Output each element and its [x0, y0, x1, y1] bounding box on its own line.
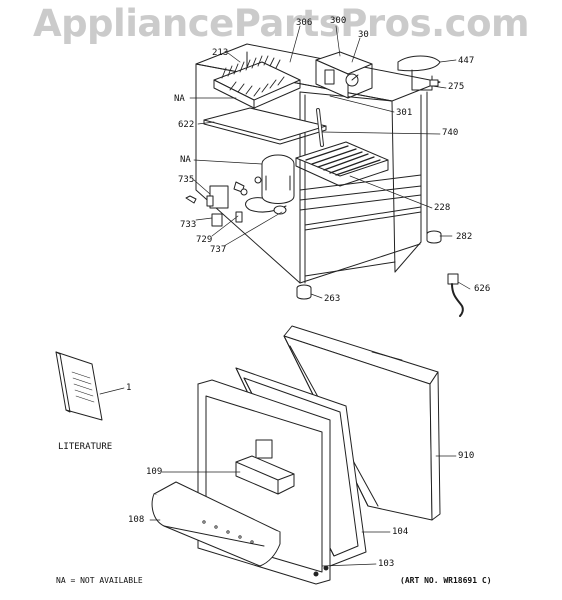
- callout-na-2: NA: [180, 155, 191, 165]
- callout-733: 733: [180, 220, 197, 230]
- callout-282: 282: [456, 232, 473, 242]
- ice-tray: [213, 55, 301, 109]
- leader-lines: [99, 25, 471, 567]
- callout-622: 622: [178, 120, 195, 130]
- callout-30x: 30: [358, 30, 369, 40]
- callout-740: 740: [442, 128, 459, 138]
- power-cord: [447, 273, 464, 317]
- relay-parts: [185, 181, 248, 227]
- callout-228: 228: [434, 203, 451, 213]
- callout-213: 213: [212, 48, 229, 58]
- callout-108: 108: [128, 515, 145, 525]
- footer-art-number: (ART NO. WR18691 C): [400, 576, 492, 585]
- literature-label: LITERATURE: [58, 442, 113, 452]
- callout-103: 103: [378, 559, 395, 569]
- callout-910: 910: [458, 451, 475, 461]
- callout-104: 104: [392, 527, 409, 537]
- shelf-622: [203, 107, 327, 145]
- callout-1: 1: [126, 383, 132, 393]
- thermostat-tube: [316, 108, 324, 147]
- literature-book: [55, 351, 103, 421]
- callout-306: 306: [296, 18, 313, 28]
- callout-447: 447: [458, 56, 475, 66]
- door-shelf-108: [151, 481, 281, 567]
- control-housing: [315, 51, 373, 99]
- callout-109: 109: [146, 467, 163, 477]
- outer-door-panel: [283, 325, 441, 521]
- compressor: [245, 154, 295, 215]
- callout-729: 729: [196, 235, 213, 245]
- evaporator-shelf: [295, 141, 389, 187]
- callout-na-1: NA: [174, 94, 185, 104]
- callout-626: 626: [474, 284, 491, 294]
- callout-300: 300: [330, 16, 347, 26]
- callout-263: 263: [324, 294, 341, 304]
- door-rack-109: [235, 455, 295, 495]
- watermark: AppliancePartsPros.com: [32, 2, 530, 45]
- leveling-legs: [296, 230, 442, 300]
- footer-na-note: NA = NOT AVAILABLE: [56, 576, 143, 585]
- callout-275: 275: [448, 82, 465, 92]
- callout-735: 735: [178, 175, 195, 185]
- callout-301: 301: [396, 108, 413, 118]
- callout-737: 737: [210, 245, 227, 255]
